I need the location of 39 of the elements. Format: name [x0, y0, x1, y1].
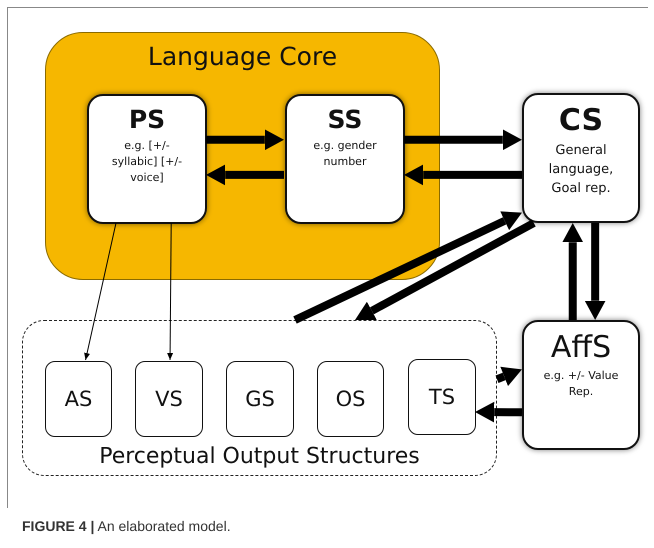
- process-box: [408, 359, 476, 435]
- arrow: [404, 129, 522, 150]
- figure-caption: FIGURE 4 | An elaborated model.: [22, 518, 231, 534]
- node-description: General language, Goal rep.: [548, 142, 614, 198]
- dashed-group-box: [22, 320, 497, 476]
- group-title: Perceptual Output Structures: [99, 443, 420, 471]
- process-box: [87, 94, 207, 224]
- node-title: PS: [128, 104, 166, 136]
- process-box: [522, 320, 640, 450]
- node-description: e.g. [+/- syllabic] [+/- voice]: [110, 138, 184, 186]
- node-title: AffS: [550, 330, 612, 366]
- arrow: [84, 222, 116, 360]
- node-description: e.g. +/- Value Rep.: [542, 368, 620, 400]
- node-title: AS: [64, 386, 92, 413]
- arrow: [496, 366, 522, 386]
- arrow: [167, 222, 174, 360]
- node-title: CS: [558, 103, 604, 139]
- node-description: e.g. gender number: [312, 138, 378, 170]
- arrow: [404, 164, 522, 186]
- arrow: [293, 211, 522, 324]
- process-box: [135, 361, 203, 437]
- process-box: [285, 94, 405, 224]
- node-title: TS: [428, 384, 456, 411]
- process-box: [522, 93, 640, 223]
- arrow: [584, 223, 606, 320]
- group-title: Language Core: [148, 41, 338, 73]
- node-title: VS: [155, 386, 183, 413]
- arrow: [206, 129, 284, 150]
- arrow: [206, 164, 284, 186]
- process-box: [317, 361, 384, 437]
- process-box: [226, 361, 294, 437]
- node-title: GS: [245, 386, 275, 413]
- node-title: OS: [336, 386, 366, 413]
- process-box: [45, 361, 112, 437]
- arrow: [475, 402, 522, 422]
- arrow: [562, 223, 584, 320]
- group-region: [45, 32, 440, 280]
- node-title: SS: [328, 104, 362, 136]
- arrow: [355, 219, 536, 320]
